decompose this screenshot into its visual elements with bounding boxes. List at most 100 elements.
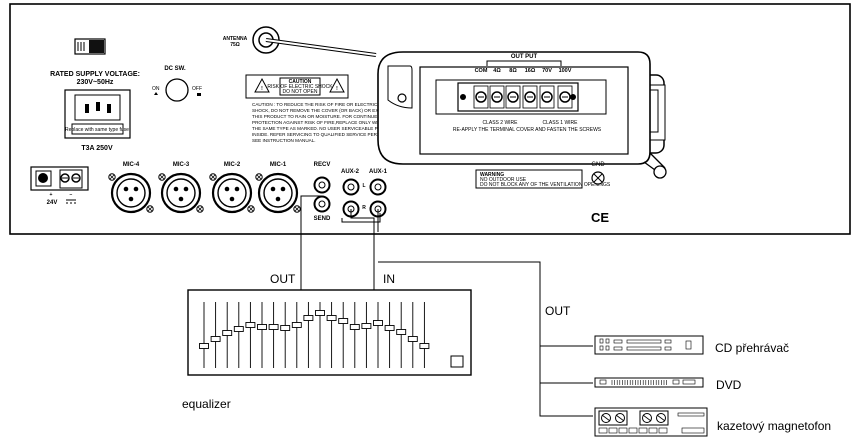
eq-slider (280, 302, 291, 368)
in-label: IN (383, 272, 395, 286)
caution-text: CAUTION : TO REDUCE THE RISK OF FIRE OR … (252, 102, 397, 143)
power-switch (74, 38, 106, 55)
antenna-connector (252, 26, 377, 57)
svg-text:!: ! (261, 86, 263, 92)
amplifier-rear-panel: RATED SUPPLY VOLTAGE: 230V~50Hz Replace … (9, 3, 851, 235)
eq-slider (361, 302, 372, 368)
on-arrow-icon (154, 92, 158, 95)
output-bracket (486, 60, 562, 66)
fuse-note: Replace with same type fuse (65, 127, 129, 133)
svg-text:70V: 70V (542, 68, 552, 74)
output-terminal-screw (505, 85, 521, 109)
svg-text:SEE INSTRUCTION MANUAL.: SEE INSTRUCTION MANUAL. (252, 138, 316, 143)
eq-slider (396, 302, 407, 368)
equalizer-unit (187, 289, 472, 376)
eq-slider (291, 302, 302, 368)
svg-text:DO NOT BLOCK ANY OF THE VENTIL: DO NOT BLOCK ANY OF THE VENTILATION OPEN… (480, 182, 611, 188)
svg-text:CAUTION: CAUTION (289, 79, 312, 85)
dc-24v-label: 24V (47, 200, 58, 206)
svg-text:8Ω: 8Ω (509, 68, 517, 74)
dc-24v-input: + − (30, 166, 89, 198)
svg-text:4Ω: 4Ω (493, 68, 501, 74)
eq-slider (419, 302, 430, 368)
terminal-end-screw (460, 94, 466, 100)
ce-mark: CE (591, 210, 609, 225)
dc-switch-label: DC SW. (164, 66, 186, 72)
xlr-connector (255, 172, 301, 214)
mic-3-label: MIC-3 (173, 162, 190, 168)
svg-text:CAUTION : TO REDUCE THE RISK O: CAUTION : TO REDUCE THE RISK OF FIRE OR … (252, 102, 378, 107)
rca-connectors (313, 176, 387, 218)
output-terminal-screw (557, 85, 573, 109)
xlr-connector (108, 172, 154, 214)
reapply-note: RE-APPLY THE TERMINAL COVER AND FASTEN T… (453, 127, 602, 133)
eq-slider (315, 302, 325, 368)
svg-text:COM: COM (475, 68, 488, 74)
eq-slider (384, 302, 395, 368)
gnd-label: GND (591, 162, 605, 168)
eq-slider (326, 302, 337, 368)
svg-text:+: + (50, 192, 53, 198)
mic-labels: MIC-4 MIC-3 MIC-2 MIC-1 (123, 162, 287, 168)
rca-jack (342, 178, 360, 196)
svg-text:DO NOT OPEN: DO NOT OPEN (283, 89, 318, 95)
svg-text:WARNING: WARNING (480, 172, 504, 178)
eq-slider (222, 302, 233, 368)
rca-jack (369, 178, 387, 196)
cd-player (594, 335, 704, 355)
send-label: SEND (314, 216, 331, 222)
svg-text:RISK OF ELECTRIC SHOCK: RISK OF ELECTRIC SHOCK (267, 84, 333, 90)
rated-voltage-value: 230V~50Hz (77, 79, 114, 86)
svg-text:−: − (70, 192, 73, 198)
output-terminal-screw (539, 85, 555, 109)
antenna-label: ANTENNA (223, 36, 248, 42)
antenna-ohm-label: 75Ω (230, 42, 240, 48)
out-right-label: OUT (545, 304, 571, 318)
dc-switch (165, 78, 189, 102)
svg-text:16Ω: 16Ω (525, 68, 536, 74)
warning-label: WARNING NO OUTDOOR USE DO NOT BLOCK ANY … (475, 169, 611, 189)
aux-right-link-wire (341, 213, 381, 223)
out-label: OUT (270, 272, 296, 286)
aux-1-label: AUX-1 (369, 169, 388, 175)
eq-slider (303, 302, 314, 368)
cassette-deck-label: kazetový magnetofon (717, 419, 831, 433)
l-channel-label: L (362, 183, 365, 189)
eq-slider (257, 302, 267, 368)
svg-text:THIS PRODUCT TO RAIN OR MOISTU: THIS PRODUCT TO RAIN OR MOISTURE. FOR CO… (252, 114, 381, 119)
mic-4-label: MIC-4 (123, 162, 140, 168)
mic-2-label: MIC-2 (224, 162, 241, 168)
off-symbol-icon (197, 93, 201, 96)
rated-voltage-label: RATED SUPPLY VOLTAGE: (50, 71, 140, 78)
dc-on-label: ON (152, 86, 160, 92)
eq-slider (338, 302, 349, 368)
dvd-player-label: DVD (716, 378, 742, 392)
output-terminal-screw (473, 85, 489, 109)
class1-label: CLASS 1 WIRE (542, 120, 578, 126)
svg-text:100V: 100V (559, 68, 572, 74)
eq-slider (199, 302, 209, 368)
terminal-end-screw (570, 94, 576, 100)
wiring-lines (300, 195, 593, 417)
aux2-left-wire (350, 209, 375, 290)
rca-jack (313, 176, 331, 194)
r-channel-label: R (362, 205, 366, 211)
output-terminal-screw (489, 85, 505, 109)
cd-player-label: CD přehrávač (715, 341, 789, 355)
dc-symbol-icon (66, 199, 76, 204)
class2-label: CLASS 2 WIRE (482, 120, 518, 126)
eq-slider (268, 302, 279, 368)
xlr-connector (209, 172, 255, 214)
svg-text:THE SAME TYPE AS MARKED. NO US: THE SAME TYPE AS MARKED. NO USER SERVICE… (252, 126, 390, 131)
output-terminal-screw (522, 85, 538, 109)
dvd-player (594, 377, 704, 388)
xlr-connectors (108, 172, 301, 214)
aux-2-label: AUX-2 (341, 169, 360, 175)
eq-slider (407, 302, 418, 368)
svg-text:PROTECTION AGAINST RISK OF FIR: PROTECTION AGAINST RISK OF FIRE,REPLACE … (252, 120, 384, 125)
svg-text:SHOCK, DO NOT REMOVE THE COVER: SHOCK, DO NOT REMOVE THE COVER (OR BACK)… (252, 108, 391, 113)
gnd-screw (591, 171, 605, 185)
eq-slider (373, 302, 383, 368)
cassette-deck (594, 407, 708, 437)
